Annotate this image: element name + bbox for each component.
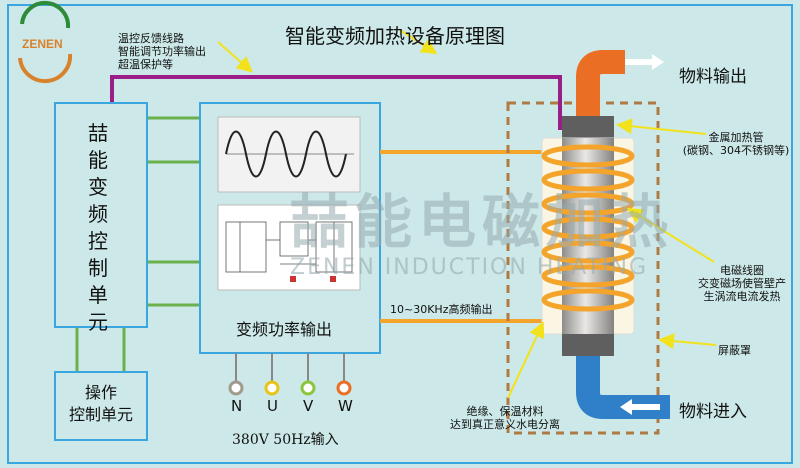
sine-waveform — [225, 130, 347, 178]
feedback-note-3: 超温保护等 — [118, 58, 173, 71]
feedback-note-1: 温控反馈线路 — [118, 32, 184, 45]
control-wires — [75, 116, 200, 372]
logo-text: ZENEN — [22, 37, 63, 51]
operation-unit-label: 操作 控制单元 — [68, 383, 133, 424]
material-in-label: 物料进入 — [679, 402, 747, 422]
control-unit-box — [54, 102, 148, 328]
terminal-u — [264, 380, 280, 396]
phase-label-u: U — [267, 397, 278, 415]
feedback-note-2: 智能调节功率输出 — [118, 45, 206, 58]
inlet-arrow — [620, 399, 632, 415]
feedback-notes: 温控反馈线路 智能调节功率输出 超温保护等 — [118, 32, 206, 71]
phase-terminals — [228, 353, 352, 396]
inlet-pipe — [576, 350, 670, 419]
mains-input-label: 380V 50Hz输入 — [232, 432, 339, 448]
coil-notes: 电磁线圈 交变磁场使管壁产 生涡流电流发热 — [698, 264, 786, 303]
metal-tube-notes: 金属加热管 (碳钢、304不锈钢等) — [682, 131, 790, 157]
control-unit-label: 喆 能 变 频 控 制 单 元 — [88, 121, 108, 334]
power-output-label: 变频功率输出 — [236, 320, 333, 339]
material-out-label: 物料输出 — [679, 67, 747, 87]
operation-unit-box — [54, 371, 148, 441]
callout-arrows — [217, 29, 717, 399]
insulation-notes: 绝缘、保温材料 达到真正意义水电分离 — [450, 405, 560, 431]
tube-cap-bottom — [562, 334, 614, 356]
tube-cap-top — [562, 116, 614, 138]
shield-note: 屏蔽罩 — [718, 344, 751, 357]
watermark-en: ZENEN INDUCTION HEATING — [290, 255, 649, 280]
power-output-box — [199, 102, 381, 354]
phase-label-w: W — [338, 397, 353, 415]
watermark-cn: 喆能电磁加热 — [290, 188, 675, 256]
terminal-v — [300, 380, 316, 396]
phase-label-v: V — [303, 397, 314, 415]
feedback-line — [110, 75, 562, 130]
terminal-n — [228, 380, 244, 396]
induction-coil — [541, 144, 635, 312]
hf-output-label: 10~30KHz高频输出 — [390, 303, 493, 316]
circuit-schematic — [217, 204, 361, 291]
zenen-logo: ZENEN — [18, 0, 73, 84]
terminal-w — [336, 380, 352, 396]
outlet-arrow — [652, 54, 664, 70]
diagram-title: 智能变频加热设备原理图 — [285, 24, 505, 48]
phase-label-n: N — [231, 397, 243, 415]
outer-frame — [7, 4, 793, 464]
outlet-pipe — [576, 50, 625, 118]
